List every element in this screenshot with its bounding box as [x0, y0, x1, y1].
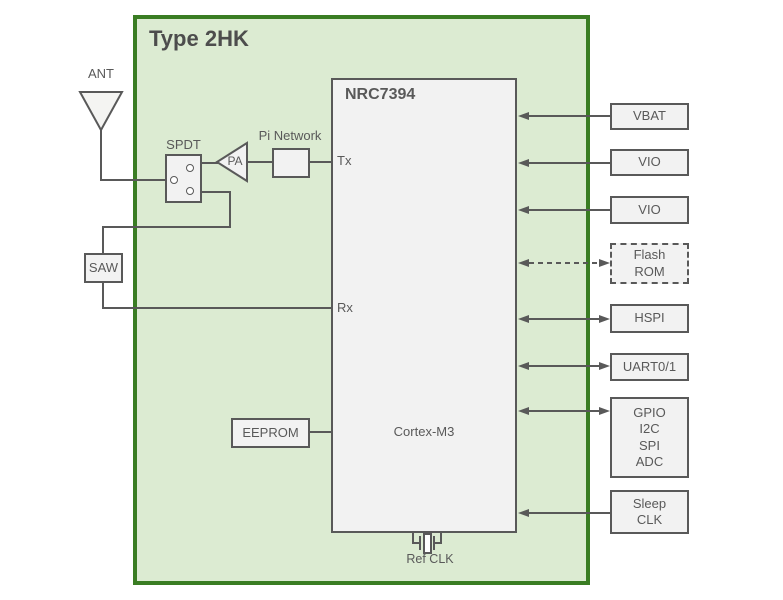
- sleep-clk-line2: CLK: [636, 512, 663, 527]
- tx-pin-label: Tx: [337, 153, 352, 168]
- vbat-label: VBAT: [633, 108, 666, 124]
- spdt-port-dot: [186, 164, 194, 172]
- pi-network-label: Pi Network: [258, 128, 322, 143]
- chip-name: NRC7394: [345, 86, 416, 103]
- gpio-line1: GPIO: [633, 405, 666, 420]
- flash-rom-right-arrowhead: [599, 259, 610, 267]
- spdt-port-dot: [170, 176, 178, 184]
- saw-filter-box: SAW: [84, 253, 123, 283]
- nrc7394-chip: [331, 78, 517, 533]
- hspi-label: HSPI: [634, 310, 665, 326]
- pi-network-box: [272, 148, 310, 178]
- hspi-right-arrowhead: [599, 315, 610, 323]
- gpio-line3: SPI: [639, 437, 660, 453]
- vbat-box: VBAT: [610, 103, 689, 130]
- flash-rom-box: Flash ROM: [610, 243, 689, 284]
- flash-rom-line2: ROM: [634, 263, 665, 279]
- gpio-right-arrowhead: [599, 407, 610, 415]
- uart-right-arrowhead: [599, 362, 610, 370]
- rx-pin-label: Rx: [337, 300, 353, 315]
- uart-box: UART0/1: [610, 353, 689, 381]
- vio1-label: VIO: [638, 154, 661, 170]
- diagram-title: Type 2HK: [149, 26, 249, 51]
- gpio-line2: I2C: [639, 421, 660, 437]
- antenna-icon: [78, 91, 124, 133]
- vio2-label: VIO: [638, 201, 661, 217]
- eeprom-label: EEPROM: [242, 424, 299, 440]
- vio2-box: VIO: [610, 196, 689, 224]
- cortex-m3-label: Cortex-M3: [393, 424, 455, 439]
- flash-rom-line1: Flash: [633, 247, 666, 263]
- hspi-box: HSPI: [610, 304, 689, 333]
- spdt-port-dot: [186, 187, 194, 195]
- gpio-line4: ADC: [635, 453, 664, 469]
- uart-label: UART0/1: [622, 358, 677, 374]
- sleep-clk-line1: Sleep: [632, 495, 667, 511]
- vio1-box: VIO: [610, 149, 689, 176]
- gpio-box: GPIO I2C SPI ADC: [610, 397, 689, 478]
- pa-label: PA: [227, 154, 243, 168]
- saw-label: SAW: [88, 259, 119, 275]
- eeprom-box: EEPROM: [231, 418, 310, 448]
- ref-clk-label: Ref CLK: [406, 552, 454, 566]
- antenna-label: ANT: [88, 66, 114, 81]
- sleep-clk-box: Sleep CLK: [610, 490, 689, 534]
- spdt-label: SPDT: [166, 137, 201, 152]
